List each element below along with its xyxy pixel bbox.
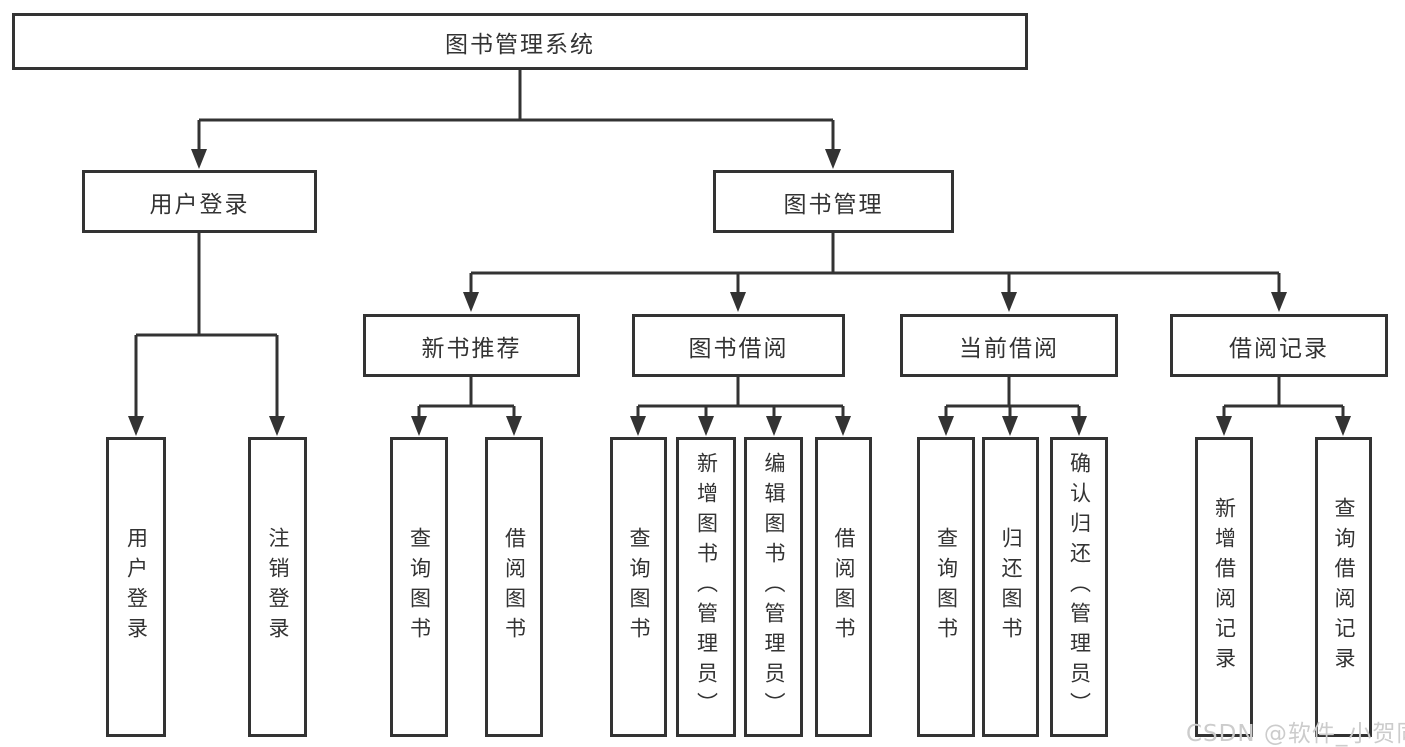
- edge-lines: [134, 70, 1345, 418]
- leaf-user-login: 用户登录: [106, 437, 166, 737]
- arrowheads: [128, 149, 1351, 436]
- node-book-management: 图书管理: [713, 170, 954, 233]
- leaf-confirm-return-admin: 确认归还（管理员）: [1050, 437, 1108, 737]
- leaf-logout: 注销登录: [248, 437, 307, 737]
- leaf-return-books: 归还图书: [982, 437, 1039, 737]
- node-current-borrowing: 当前借阅: [900, 314, 1118, 377]
- leaf-add-books-admin: 新增图书（管理员）: [676, 437, 736, 737]
- node-user-login: 用户登录: [82, 170, 317, 233]
- node-new-book-recommendation: 新书推荐: [363, 314, 580, 377]
- leaf-borrow-books-recommend: 借阅图书: [485, 437, 543, 737]
- leaf-borrow-books-borrowing: 借阅图书: [815, 437, 872, 737]
- leaf-add-borrow-record: 新增借阅记录: [1195, 437, 1253, 737]
- leaf-edit-books-admin: 编辑图书（管理员）: [744, 437, 803, 737]
- leaf-query-books-recommend: 查询图书: [390, 437, 448, 737]
- leaf-query-books-current: 查询图书: [917, 437, 975, 737]
- node-root-system: 图书管理系统: [12, 13, 1028, 70]
- leaf-query-books-borrowing: 查询图书: [610, 437, 667, 737]
- node-borrowing-records: 借阅记录: [1170, 314, 1388, 377]
- leaf-query-borrow-record: 查询借阅记录: [1315, 437, 1372, 737]
- csdn-watermark: CSDN @软件_小贺同学: [1186, 721, 1405, 747]
- node-book-borrowing: 图书借阅: [632, 314, 845, 377]
